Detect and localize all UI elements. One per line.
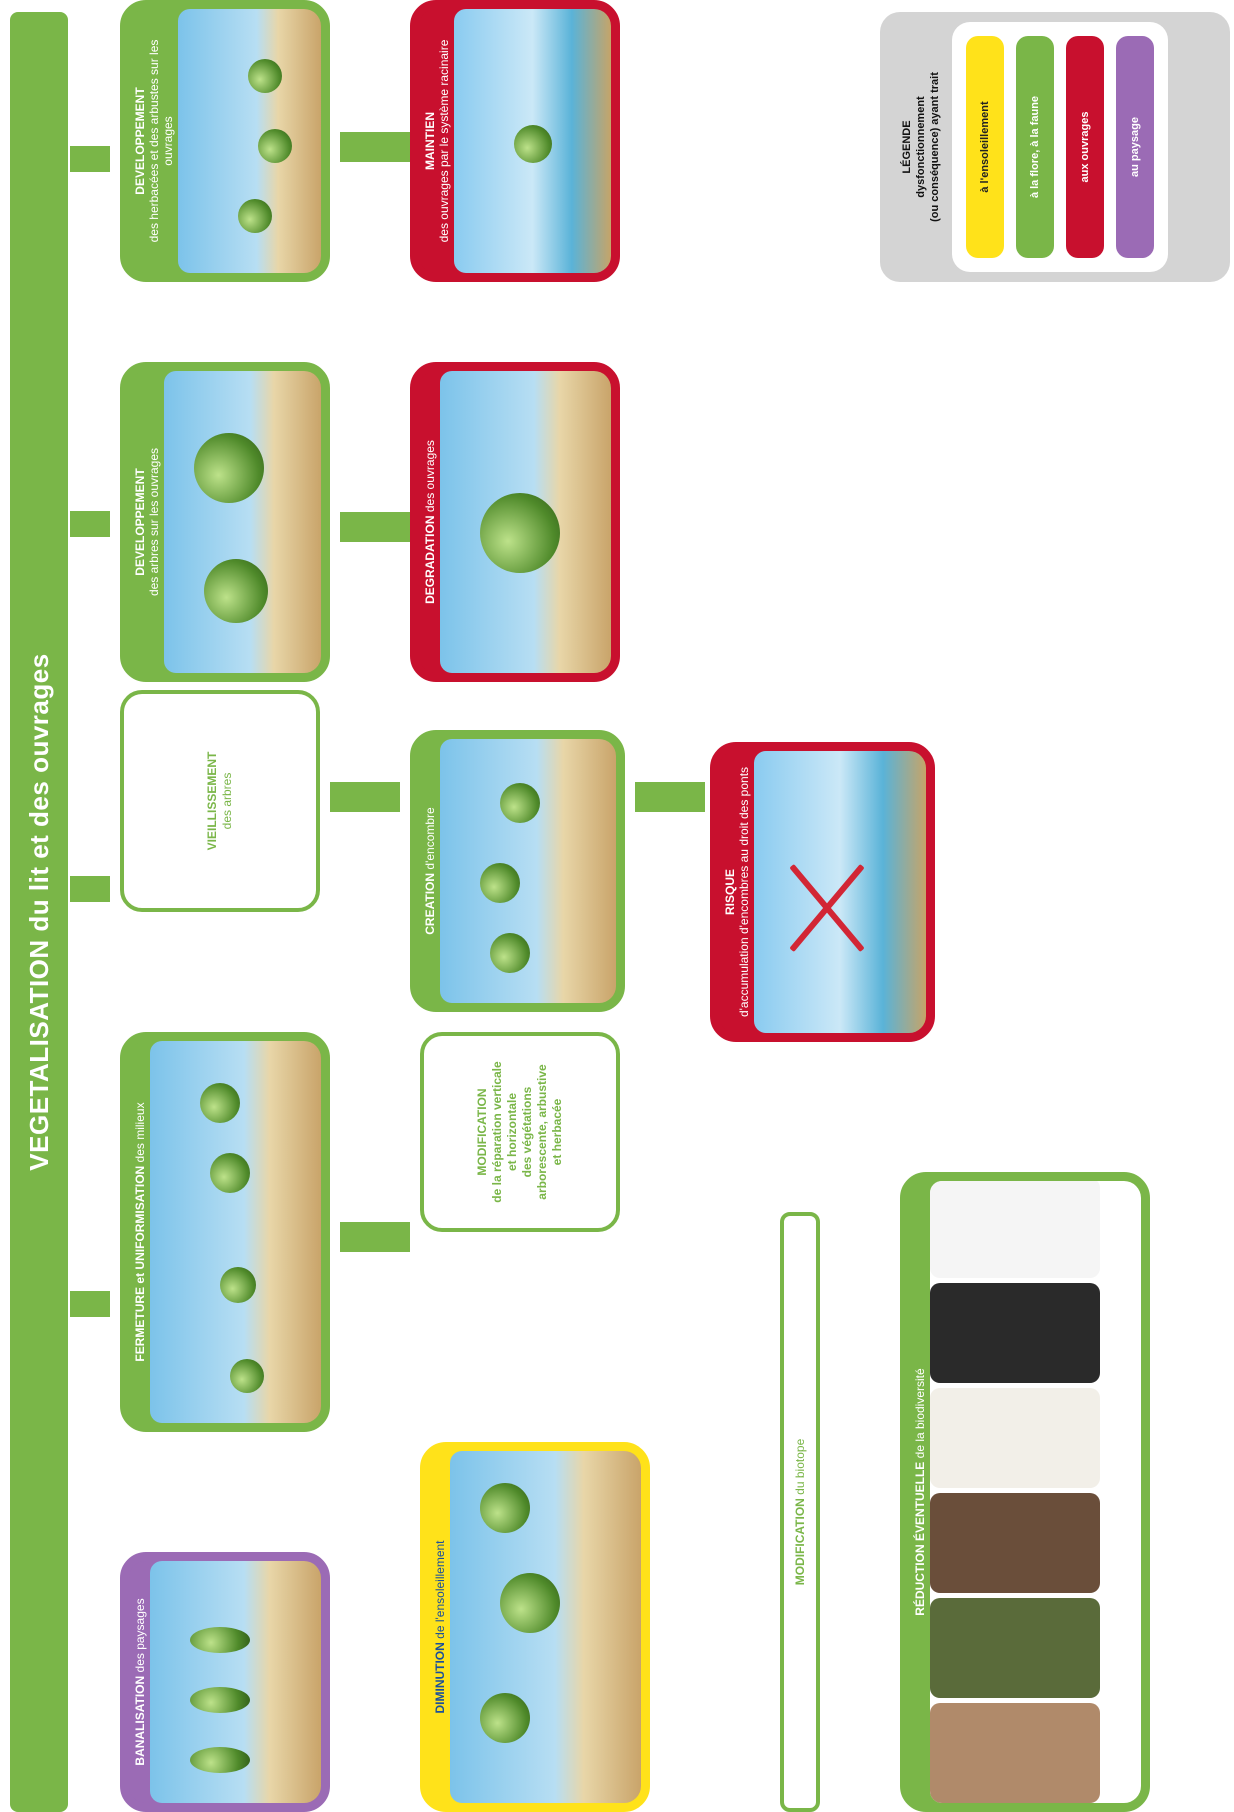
photo-5 xyxy=(930,1283,1100,1383)
arrow-arbres-degradation xyxy=(340,512,410,542)
legend-paysage: au paysage xyxy=(1116,36,1154,258)
illustration-fermeture xyxy=(150,1041,321,1423)
arrow-vieillissement-creation xyxy=(330,782,400,812)
illustration-herbacees xyxy=(178,9,321,273)
arrow-herbacees-maintien xyxy=(340,132,410,162)
card-diminution: DIMINUTION de l'ensoleillement xyxy=(420,1442,650,1812)
photo-1 xyxy=(930,1703,1100,1803)
illustration-risque xyxy=(754,751,926,1033)
card-creation: CREATION d'encombre xyxy=(410,730,625,1012)
card-diminution-title: DIMINUTION de l'ensoleillement xyxy=(433,1540,447,1714)
card-creation-title: CREATION d'encombre xyxy=(423,807,437,935)
card-maintien: MAINTIEN des ouvrages par le système rac… xyxy=(410,0,620,282)
illustration-maintien xyxy=(454,9,611,273)
illustration-banalisation xyxy=(150,1561,321,1803)
arrow-creation-risque xyxy=(635,782,705,812)
card-degradation: DEGRADATION des ouvrages xyxy=(410,362,620,682)
photo-3 xyxy=(930,1493,1100,1593)
card-biotope: MODIFICATION du biotope xyxy=(780,1212,820,1812)
card-dev-herbacees: DEVELOPPEMENT des herbacées et des arbus… xyxy=(120,0,330,282)
card-dev-herbacees-title: DEVELOPPEMENT des herbacées et des arbus… xyxy=(133,39,175,243)
legend-title: LÉGENDE dysfonctionnement (ou conséquenc… xyxy=(901,72,941,222)
illustration-arbres xyxy=(164,371,321,673)
card-degradation-title: DEGRADATION des ouvrages xyxy=(423,440,437,604)
card-reduction-title: RÉDUCTION ÉVENTUELLE de la biodiversité xyxy=(913,1368,927,1616)
legend-ouvrages: aux ouvrages xyxy=(1066,36,1104,258)
title-banner: VEGETALISATION du lit et des ouvrages xyxy=(10,12,68,1812)
illustration-reduction xyxy=(930,1181,1141,1803)
title-text: VEGETALISATION du lit et des ouvrages xyxy=(23,653,54,1171)
illustration-creation xyxy=(440,739,616,1003)
illustration-diminution xyxy=(450,1451,641,1803)
card-risque-title: RISQUE d'accumulation d'encombres au dro… xyxy=(723,766,751,1018)
arrow-fermeture-modif xyxy=(340,1222,410,1252)
card-banalisation: BANALISATION des paysages xyxy=(120,1552,330,1812)
arrow-to-herbacees xyxy=(70,146,110,172)
arrow-to-fermeture xyxy=(70,1291,110,1317)
photo-2 xyxy=(930,1598,1100,1698)
card-fermeture: FERMETURE et UNIFORMISATION des milieux xyxy=(120,1032,330,1432)
card-modification-repartition: MODIFICATION de la réparation verticale … xyxy=(420,1032,620,1232)
legend-ensoleillement: à l'ensoleillement xyxy=(966,36,1004,258)
card-reduction: RÉDUCTION ÉVENTUELLE de la biodiversité xyxy=(900,1172,1150,1812)
legend-flore-faune: à la flore, à la faune xyxy=(1016,36,1054,258)
illustration-degradation xyxy=(440,371,611,673)
legend: LÉGENDE dysfonctionnement (ou conséquenc… xyxy=(880,12,1230,282)
card-maintien-title: MAINTIEN des ouvrages par le système rac… xyxy=(423,39,451,243)
legend-items: à l'ensoleillement à la flore, à la faun… xyxy=(952,22,1168,272)
arrow-to-vieillissement xyxy=(70,876,110,902)
card-risque: RISQUE d'accumulation d'encombres au dro… xyxy=(710,742,935,1042)
photo-6 xyxy=(930,1181,1100,1278)
card-vieillissement: VIEILLISSEMENT des arbres xyxy=(120,690,320,912)
arrow-to-arbres xyxy=(70,511,110,537)
card-dev-arbres-title: DEVELOPPEMENT des arbres sur les ouvrage… xyxy=(133,447,161,597)
photo-4 xyxy=(930,1388,1100,1488)
card-dev-arbres: DEVELOPPEMENT des arbres sur les ouvrage… xyxy=(120,362,330,682)
card-banalisation-title: BANALISATION des paysages xyxy=(133,1598,147,1766)
card-fermeture-title: FERMETURE et UNIFORMISATION des milieux xyxy=(133,1102,147,1362)
